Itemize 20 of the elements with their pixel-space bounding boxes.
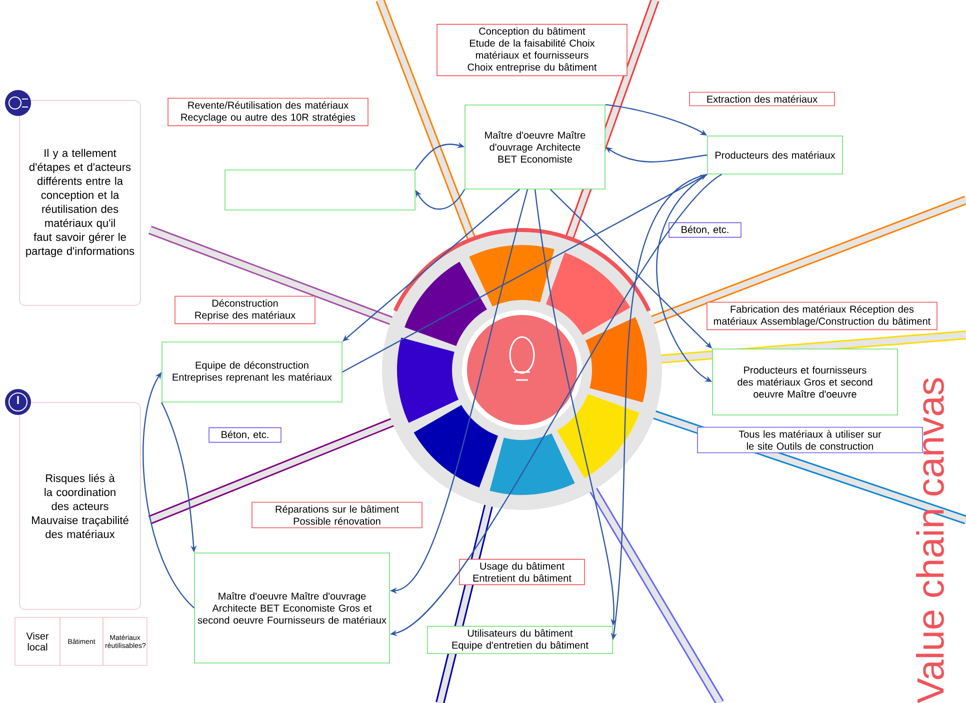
stage-box: Fabrication des matériaux Réception des matériaux Assemblage/Construction du bâtiment — [706, 302, 938, 330]
criteria-cell: Viser local — [14, 616, 60, 666]
actor-box: Equipe de déconstruction Entreprises reprenant les matériaux — [162, 342, 342, 402]
note-panel: Il y a tellement d'étapes et d'acteurs différents entre la conception et la réutilisation des matériaux qu'il faut savoir gérer le partage d'informations — [19, 100, 141, 306]
material-box: Béton, etc. — [668, 222, 742, 238]
actor-box — [224, 170, 416, 210]
note-panel: Risques liés à la coordination des acteurs Mauvaise traçabilité des matériaux — [19, 402, 141, 610]
material-box: Béton, etc. — [208, 427, 282, 443]
stage-box: Conception du bâtiment Etude de la faisabilité Choix matériaux et fournisseurs Choix entreprise du bâtiment — [436, 24, 628, 76]
stage-box: Extraction des matériaux — [689, 92, 835, 106]
actor-box: Maître d'oeuvre Maître d'ouvrage Architecte BET Economiste Gros et second oeuvre Fournisseurs de matériaux — [194, 552, 390, 664]
material-box: Tous les matériaux à utiliser sur le site Outils de construction — [697, 426, 923, 454]
actor-box: Maître d'oeuvre Maître d'ouvrage Architecte BET Economiste — [464, 104, 606, 190]
stage-box: Réparations sur le bâtiment Possible rénovation — [252, 502, 422, 528]
stage-box: Déconstruction Reprise des matériaux — [174, 296, 316, 324]
stage-box: Usage du bâtiment Entretient du bâtiment — [459, 558, 585, 586]
actor-box: Producteurs des matériaux — [707, 136, 843, 174]
actor-box: Producteurs et fournisseurs des matériaux Gros et second oeuvre Maître d'oeuvre — [712, 348, 898, 416]
actor-box: Utilisateurs du bâtiment Equipe d'entretien du bâtiment — [427, 626, 613, 654]
stage-box: Revente/Réutilisation des matériaux Recyclage ou autre des 10R stratégies — [168, 98, 368, 126]
